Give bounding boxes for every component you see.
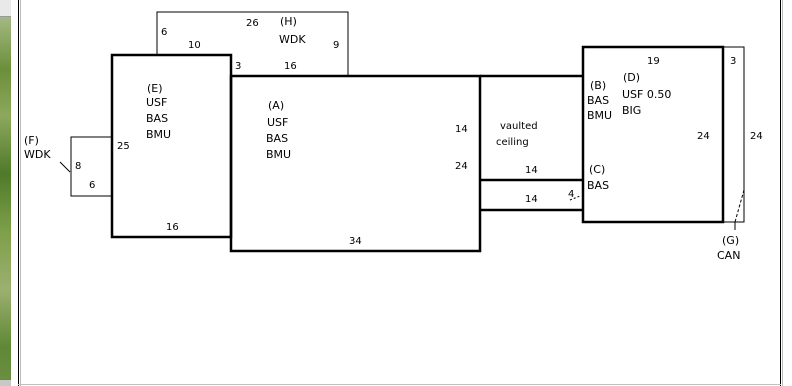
dim-h-top-right: 26: [246, 18, 259, 29]
area-d-line2: BIG: [622, 104, 641, 117]
dim-vault-lower: 14: [525, 165, 538, 176]
area-b-line2: BMU: [587, 109, 612, 122]
vaulted-label-line1: vaulted: [500, 121, 538, 132]
area-f-id: (F): [24, 134, 39, 147]
dim-d-right: 24: [697, 131, 710, 142]
area-g-id: (G): [722, 234, 739, 247]
panel-divider-left-shadow: [20, 0, 21, 386]
area-f-outline: [70, 136, 112, 197]
dim-a-right-lower: 24: [455, 161, 468, 172]
area-e-line3: BMU: [146, 128, 171, 141]
dim-e-top-right: 3: [235, 61, 241, 72]
dim-g-top: 3: [730, 56, 736, 67]
dim-f-bottom: 6: [89, 180, 95, 191]
area-a-id: (A): [268, 99, 284, 112]
area-e-line1: USF: [146, 96, 167, 109]
area-d-line1: USF 0.50: [622, 88, 671, 101]
photo-frame-bottom: [0, 379, 11, 386]
dim-a-right-upper: 14: [455, 124, 468, 135]
panel-divider-right: [780, 0, 781, 386]
side-photo-strip: [0, 0, 11, 386]
dim-small-4: 4: [568, 189, 574, 200]
dim-d-top: 19: [647, 56, 660, 67]
dim-f-left: 8: [75, 161, 81, 172]
dim-a-bottom: 34: [349, 236, 362, 247]
panel-bottom-line: [18, 384, 781, 385]
area-h-outline: [156, 11, 349, 76]
dim-h-right: 9: [333, 40, 339, 51]
area-a-outline: [229, 74, 482, 253]
area-d-id: (D): [623, 71, 640, 84]
area-e-outline: [110, 53, 233, 239]
area-e-id: (E): [147, 82, 163, 95]
area-bcd-outline: [581, 45, 725, 224]
vaulted-label-line2: ceiling: [496, 137, 529, 148]
panel-divider-left: [18, 0, 19, 386]
area-a-line3: BMU: [266, 148, 291, 161]
area-e-line2: BAS: [146, 112, 168, 125]
small-arrow: [569, 195, 581, 201]
area-f-leader: [59, 161, 71, 173]
dim-h-top-inner: 10: [188, 40, 201, 51]
area-b-id: (B): [590, 79, 606, 92]
dim-e-left: 25: [117, 141, 130, 152]
area-h-line1: WDK: [279, 33, 306, 46]
area-c-line1: BAS: [587, 179, 609, 192]
area-g-line1: CAN: [717, 249, 740, 262]
area-g-outline: [723, 46, 745, 223]
area-h-id: (H): [280, 15, 297, 28]
dim-corridor: 14: [525, 194, 538, 205]
dim-e-bottom: 16: [166, 222, 179, 233]
area-a-line2: BAS: [266, 132, 288, 145]
dim-h-top-left: 6: [161, 27, 167, 38]
dim-a-top: 16: [284, 61, 297, 72]
area-c-id: (C): [589, 163, 605, 176]
area-b-line1: BAS: [587, 94, 609, 107]
area-a-line1: USF: [267, 116, 288, 129]
photo-frame-top: [0, 0, 11, 17]
area-g-leader: [734, 189, 745, 223]
area-f-line1: WDK: [24, 148, 51, 161]
dim-g-right: 24: [750, 131, 763, 142]
panel-divider-right-shadow: [782, 0, 783, 386]
